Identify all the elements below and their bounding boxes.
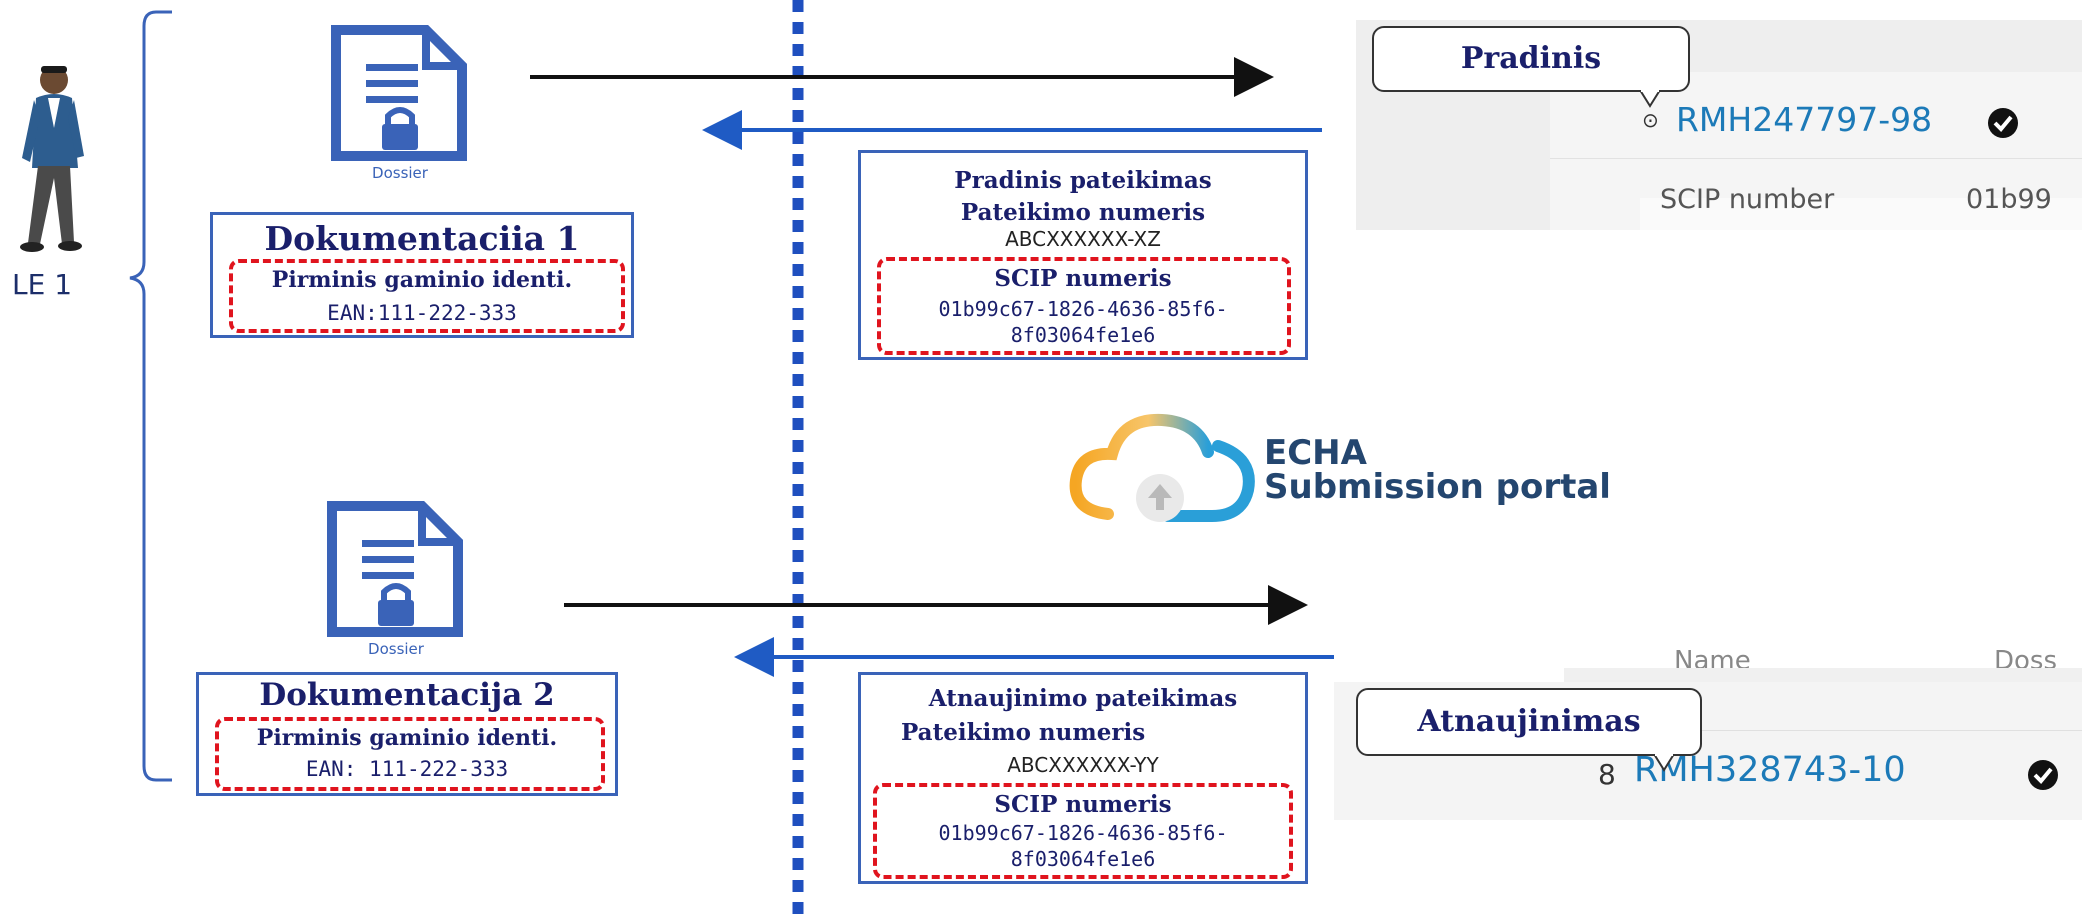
ean-value: EAN:111-222-333 — [327, 301, 517, 325]
cloud-upload-icon — [1069, 413, 1255, 522]
submission-title: Atnaujinimo pateikimas — [928, 685, 1238, 712]
bracket — [129, 10, 172, 782]
echa-submission-portal-logo: ECHA Submission portal — [1068, 410, 1628, 530]
dossier-lock-icon — [327, 501, 463, 637]
submission-number: ABCXXXXXX-YY — [1007, 753, 1159, 777]
name-column-header: Name — [1674, 650, 1751, 668]
scip-number-line2: 8f03064fe1e6 — [1010, 847, 1156, 871]
submission-title: Pradinis pateikimas — [954, 167, 1212, 194]
scip-number-label: SCIP number — [1660, 184, 1835, 215]
scip-number-line2: 8f03064fe1e6 — [1010, 323, 1156, 347]
scip-number-line1: 01b99c67-1826-4636-85f6- — [938, 821, 1228, 845]
submission-number-label: Pateikimo numeris — [901, 719, 1146, 746]
dossier-top-label: Dossier — [372, 164, 428, 182]
dossier-top: Dossier — [330, 24, 470, 184]
row-divider — [1568, 730, 2082, 731]
identifier-dashed-box — [229, 259, 625, 333]
dossier-bottom: Dossier — [326, 500, 466, 660]
callout-pointer — [1639, 90, 1661, 108]
person-icon — [20, 66, 84, 252]
row-shade — [1640, 198, 2082, 230]
documentation-1-title: Dokumentaciia 1 — [264, 219, 580, 258]
actor-label: LE 1 — [12, 268, 73, 301]
scip-number-line1: 01b99c67-1826-4636-85f6- — [938, 297, 1228, 321]
callout-pointer — [1653, 754, 1675, 772]
portal-name-line1: ECHA — [1264, 433, 1367, 473]
dossier-lock-icon — [331, 25, 467, 161]
header-strip — [1564, 668, 2082, 682]
portal-name-line2: Submission portal — [1264, 467, 1611, 507]
identifier-label: Pirminis gaminio identi. — [256, 725, 558, 751]
scip-label: SCIP numeris — [994, 265, 1172, 292]
identifier-label: Pirminis gaminio identi. — [271, 267, 573, 293]
documentation-1-box: Dokumentaciia 1 Pirminis gaminio identi.… — [210, 212, 634, 338]
record-id-link[interactable]: RMH328743-10 — [1634, 750, 1906, 790]
submission-number: ABCXXXXXX-XZ — [1005, 227, 1161, 251]
callout-initial: Pradinis — [1372, 26, 1690, 92]
dossier-column-header: Doss — [1994, 650, 2058, 668]
ean-value: EAN: 111-222-333 — [305, 757, 509, 781]
verified-check-icon — [2028, 760, 2058, 790]
record-id-link[interactable]: RMH247797-98 — [1676, 100, 1933, 139]
radio-icon: ⊙ — [1642, 108, 1659, 132]
initial-submission-box: Pradinis pateikimas Pateikimo numeris AB… — [858, 150, 1308, 360]
update-submission-box: Atnaujinimo pateikimas Pateikimo numeris… — [858, 672, 1308, 884]
identifier-dashed-box — [215, 717, 605, 791]
version-icon: 8 — [1598, 758, 1616, 791]
callout-update: Atnaujinimas — [1356, 688, 1702, 756]
documentation-2-title: Dokumentacija 2 — [259, 677, 555, 713]
scip-number-value: 01b99 — [1966, 184, 2052, 215]
scip-dashed-box — [877, 257, 1291, 355]
verified-check-icon — [1988, 108, 2018, 138]
submission-number-label: Pateikimo numeris — [960, 199, 1206, 226]
dossier-bottom-label: Dossier — [368, 640, 424, 658]
scip-label: SCIP numeris — [994, 791, 1172, 818]
row-divider — [1550, 158, 2082, 159]
scip-dashed-box — [873, 783, 1293, 879]
documentation-2-box: Dokumentacija 2 Pirminis gaminio identi.… — [196, 672, 618, 796]
